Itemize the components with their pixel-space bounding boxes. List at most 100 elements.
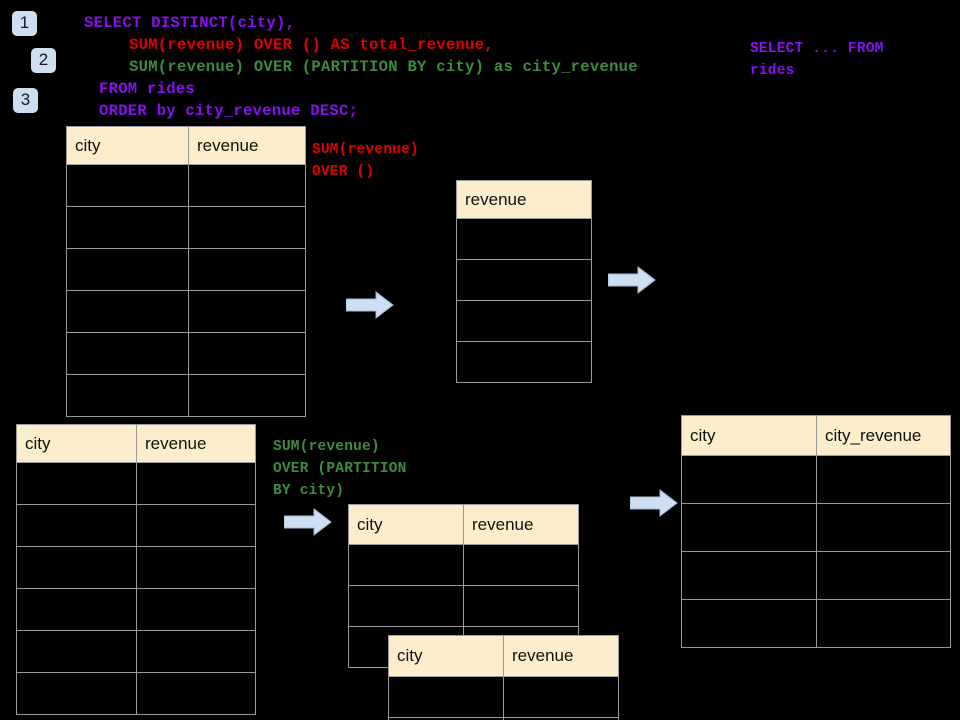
table-cell (136, 462, 256, 505)
table-row (16, 462, 256, 505)
table-cell (816, 551, 951, 600)
table-cell (503, 676, 619, 718)
arrow-right-icon (607, 265, 656, 295)
table-cell (136, 672, 256, 715)
sql-line-4: FROM rides (99, 80, 196, 98)
column-header-city: city (681, 415, 817, 456)
table-row (456, 218, 592, 260)
arrow-rides-to-total (345, 290, 394, 320)
arrow-right-icon (283, 507, 332, 537)
table-cell (463, 585, 579, 627)
table-cell (188, 290, 306, 333)
table-cell (16, 546, 137, 589)
annotation-sum-over-partition: SUM(revenue) OVER (PARTITION BY city) (273, 439, 407, 499)
arrow-right-icon (345, 290, 394, 320)
step-badge-1: 1 (12, 11, 37, 36)
table-cell (456, 341, 592, 383)
annotation-select-from-rides: SELECT ... FROM rides (750, 41, 884, 79)
table-row (456, 341, 592, 383)
step-badge-2: 2 (31, 48, 56, 73)
table-cell (681, 599, 817, 648)
table-row (66, 374, 306, 417)
table-cell (66, 164, 189, 207)
table-row (16, 672, 256, 715)
table-cell (348, 544, 464, 586)
table-cell (681, 551, 817, 600)
table-cell (136, 504, 256, 547)
table-cell (16, 588, 137, 631)
table-cell (348, 585, 464, 627)
column-header-revenue: revenue (503, 635, 619, 677)
table-row (681, 455, 951, 504)
table-row (681, 599, 951, 648)
column-header-revenue: revenue (188, 126, 306, 165)
annotation-sum-over-empty: SUM(revenue) OVER () (312, 142, 419, 180)
table-cell (188, 164, 306, 207)
table-cell (456, 259, 592, 301)
sql-line-3: SUM(revenue) OVER (PARTITION BY city) as… (129, 58, 638, 76)
table-row (456, 300, 592, 342)
table-cell (66, 248, 189, 291)
table-row (66, 206, 306, 249)
table-cell (16, 630, 137, 673)
table-row (66, 290, 306, 333)
table-row (16, 588, 256, 631)
column-header-city: city (388, 635, 504, 677)
column-header-revenue: revenue (463, 504, 579, 545)
column-header-city: city (16, 424, 137, 463)
table-row (66, 248, 306, 291)
table-total-revenue: revenue (456, 180, 592, 383)
table-cell (136, 546, 256, 589)
table-cell (388, 676, 504, 718)
table-cell (463, 544, 579, 586)
table-row (66, 332, 306, 375)
table-cell (16, 672, 137, 715)
column-header-city: city (66, 126, 189, 165)
table-row (456, 259, 592, 301)
table-row (388, 676, 619, 718)
column-header-city: city (348, 504, 464, 545)
sql-line-2: SUM(revenue) OVER () AS total_revenue, (129, 36, 494, 54)
table-cell (188, 374, 306, 417)
table-cell (188, 248, 306, 291)
table-cell (456, 300, 592, 342)
table-cell (503, 717, 619, 720)
table-header-row: revenue (456, 180, 592, 219)
table-cell (816, 599, 951, 648)
column-header-city_revenue: city_revenue (816, 415, 951, 456)
arrow-partition-to-result (629, 488, 678, 518)
sql-query-block: SELECT DISTINCT(city), SUM(revenue) OVER … (84, 12, 638, 122)
arrow-total-to-result (607, 265, 656, 295)
table-cell (136, 630, 256, 673)
table-cell (816, 503, 951, 552)
step-badge-3: 3 (13, 88, 38, 113)
table-cell (188, 332, 306, 375)
table-row (16, 504, 256, 547)
table-cell (456, 218, 592, 260)
table-cell (136, 588, 256, 631)
table-cell (16, 462, 137, 505)
table-cell (66, 290, 189, 333)
table-cell (66, 332, 189, 375)
table-row (348, 544, 579, 586)
table-cell (816, 455, 951, 504)
table-row (16, 546, 256, 589)
table-cell (66, 374, 189, 417)
table-row (681, 551, 951, 600)
table-cell (681, 503, 817, 552)
column-header-revenue: revenue (456, 180, 592, 219)
column-header-revenue: revenue (136, 424, 256, 463)
table-row (16, 630, 256, 673)
table-cell (66, 206, 189, 249)
sql-line-1: SELECT DISTINCT(city), (84, 14, 296, 32)
table-row (388, 717, 619, 720)
table-row (348, 585, 579, 627)
